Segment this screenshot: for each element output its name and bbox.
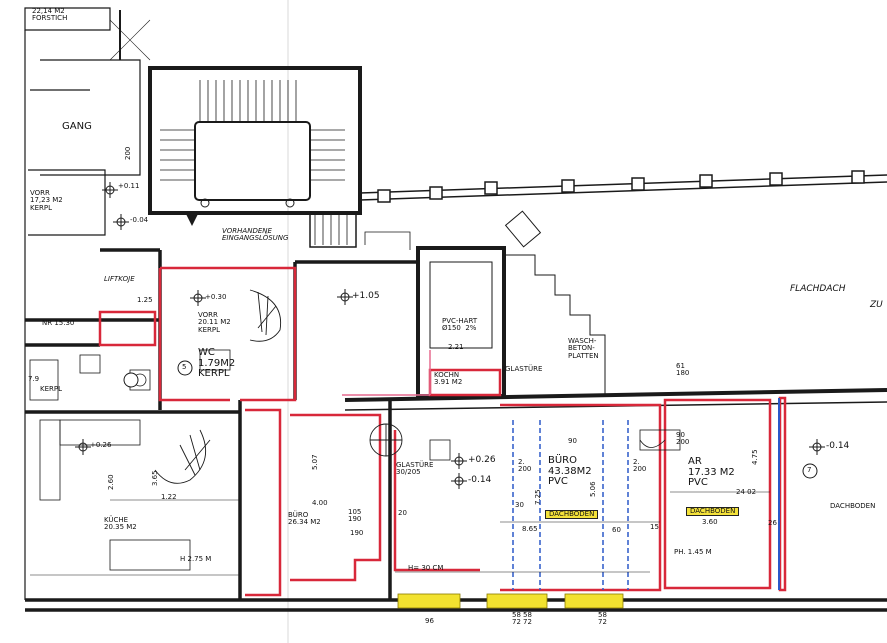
top-left-area — [24, 7, 151, 600]
waschbeton-steps — [505, 254, 606, 395]
upper-exterior-wall — [359, 170, 887, 203]
level-p026: +0.26 — [468, 455, 496, 465]
dim-725: 7.25 — [534, 489, 542, 505]
dim-2402: 24 02 — [736, 488, 757, 496]
blue-dashed-lines — [512, 420, 629, 590]
dim-506: 5.06 — [589, 481, 597, 497]
nr-1530: NR 15.30 — [42, 319, 75, 327]
window-highlights — [397, 593, 624, 609]
level-m004: -0.04 — [130, 216, 149, 224]
level-p011: +0.11 — [118, 182, 140, 190]
bot-dim-4: 58 72 — [598, 611, 607, 627]
level-p105: +1.05 — [352, 291, 380, 301]
room-number-circles — [123, 360, 818, 479]
level-p026-left: +0.26 — [90, 441, 112, 449]
h275: H 2.75 M — [180, 555, 212, 563]
misc-200: 200 — [124, 146, 132, 160]
level-m014-right: -0.14 — [826, 441, 850, 451]
bot-dim-3: 58 72 — [523, 611, 532, 627]
fixtures — [29, 349, 681, 571]
glasture-top: GLASTÜRE — [505, 365, 543, 373]
height-note: H= 30 CM — [408, 564, 444, 572]
note-v3: 2. 200 — [633, 458, 647, 474]
glasture-mid: GLASTÜRE 30/205 — [396, 461, 434, 477]
misc-60: 60 — [612, 526, 621, 534]
bot-dim-1: 96 — [425, 617, 434, 625]
pvc-hart-width: 2.21 — [448, 343, 464, 351]
flachdach-label: FLACHDACH — [790, 284, 846, 294]
pvc-hart-label: PVC-HART Ø150 2% — [442, 317, 478, 333]
bot-dim-2: 58 72 — [512, 611, 521, 627]
circle-number-7: 7 — [807, 466, 812, 474]
zu-label: ZU — [870, 300, 883, 310]
ph-note: PH. 1.45 M — [674, 548, 712, 556]
dim-15: 15 — [650, 523, 659, 531]
vorr-left-2: 7.9 — [28, 375, 40, 383]
level-p030: +0.30 — [205, 293, 227, 301]
misc-90: 90 — [568, 437, 577, 445]
circle-number-5: 5 — [182, 363, 187, 371]
dachboden-label-3: DACHBODEN — [830, 502, 876, 510]
dachboden-label-1: DACHBODEN — [545, 510, 599, 519]
waschbeton-label: WASCH- BETON- PLATTEN — [568, 337, 599, 360]
misc-190: 190 — [350, 529, 364, 537]
stairwell — [148, 66, 362, 248]
misc-125: 1.25 — [137, 296, 153, 304]
room-label-buro-left: BÜRO 26.34 M2 — [288, 511, 321, 527]
dim-26: 26 — [768, 519, 777, 527]
kerpl-left: KERPL — [40, 385, 62, 393]
room-label-gang: GANG — [62, 121, 92, 132]
room-label-buro: BÜRO 43.38M2 PVC — [548, 455, 592, 487]
misc-20: 20 — [398, 509, 407, 517]
dim-475: 4.75 — [751, 449, 759, 465]
dim-360: 3.60 — [702, 518, 718, 526]
misc-122: 1.22 — [161, 493, 177, 501]
stair-note: VORHANDENE EINGANGSLÖSUNG — [222, 227, 289, 243]
spiral-stairs — [154, 289, 403, 484]
room-label-liftkoje: LIFTKOJE — [104, 275, 135, 283]
dim-865: 8.65 — [522, 525, 538, 533]
misc-400: 4.00 — [312, 499, 328, 507]
room-label-ar: AR 17.33 M2 PVC — [688, 456, 735, 488]
main-walls — [25, 248, 887, 612]
misc-260: 2.60 — [107, 474, 115, 490]
note-v2: 2. 200 — [518, 458, 532, 474]
misc-30: 30 — [515, 501, 524, 509]
room-label-kochn: KOCHN 3.91 M2 — [434, 371, 463, 387]
dim-365: 3.65 — [151, 470, 159, 486]
room-label-wc: WC 1.79M2 KERPL — [198, 347, 236, 379]
dim-507: 5.07 — [311, 454, 319, 470]
dim-90-200: 90 200 — [676, 431, 690, 447]
room-label-vorr-mid: VORR 20.11 M2 KERPL — [198, 311, 231, 334]
room-label-kuche: KÜCHE 20.35 M2 — [104, 516, 137, 532]
dim-61-180: 61 180 — [676, 362, 690, 378]
level-markers — [75, 182, 825, 489]
dim-105-190: 105 190 — [348, 508, 362, 524]
room-label-vorr-left: VORR 17,23 M2 KERPL — [30, 189, 63, 212]
dachboden-label-2: DACHBODEN — [686, 507, 740, 516]
red-outlines — [98, 266, 787, 597]
level-m014: -0.14 — [468, 475, 492, 485]
top-note: 22,14 M2 FORSTICH — [32, 7, 68, 22]
entrance-arrow — [186, 214, 198, 226]
dimension-lines — [30, 491, 770, 576]
